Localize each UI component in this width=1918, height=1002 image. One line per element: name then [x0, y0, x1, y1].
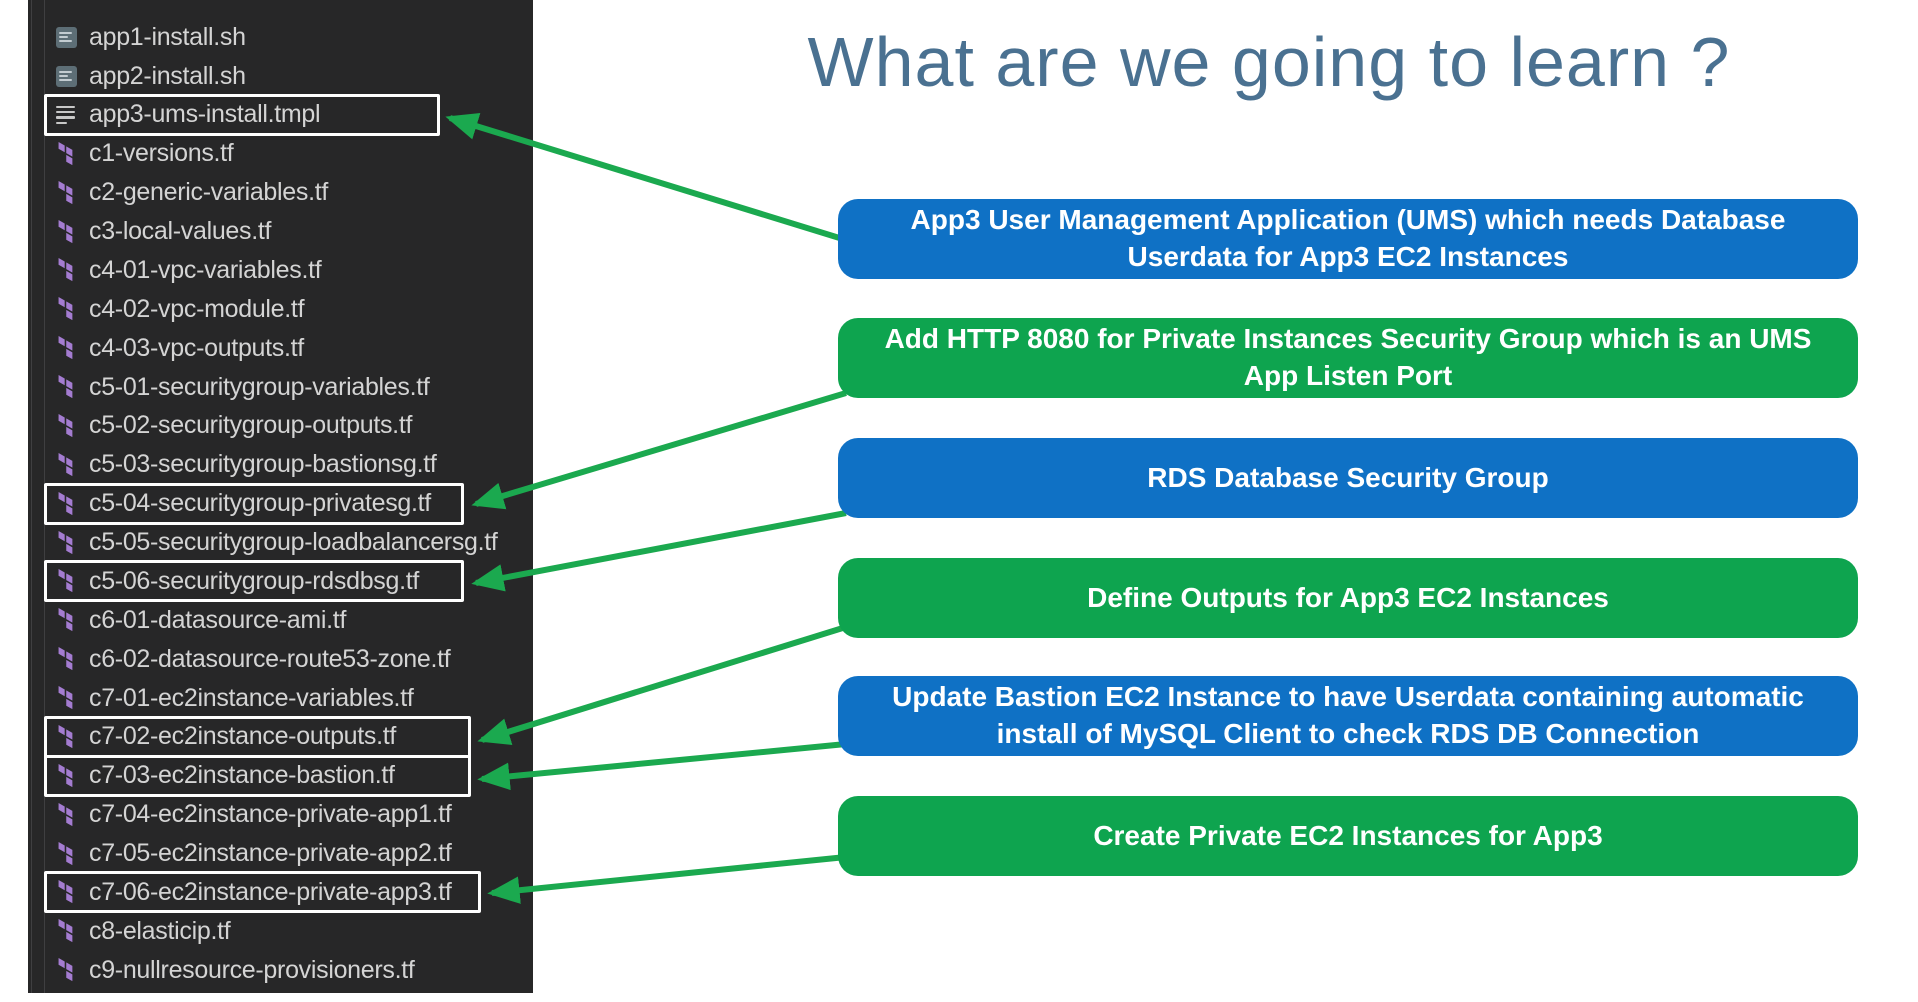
banner-text: Update Bastion EC2 Instance to have User…	[892, 681, 1804, 749]
terraform-icon	[54, 413, 78, 439]
file-name-label: c5-01-securitygroup-variables.tf	[89, 372, 430, 401]
indent-guide	[31, 0, 32, 993]
file-name-label: c7-01-ec2instance-variables.tf	[89, 683, 414, 712]
terraform-icon	[54, 530, 78, 556]
file-item-c8-elasticip.tf[interactable]: c8-elasticip.tf	[28, 912, 533, 951]
terraform-icon	[54, 296, 78, 322]
arrow-to-c7-03-bastion	[477, 741, 847, 791]
terraform-icon	[54, 918, 78, 944]
file-name-label: c9-nullresource-provisioners.tf	[89, 955, 415, 984]
terraform-icon	[54, 180, 78, 206]
shell-script-icon	[54, 63, 78, 89]
file-item-c7-01-ec2instance-variables.tf[interactable]: c7-01-ec2instance-variables.tf	[28, 679, 533, 718]
file-name-label: c7-03-ec2instance-bastion.tf	[89, 761, 395, 790]
highlight-box-c5-04-securitygroup-privatesg.tf	[44, 482, 464, 525]
highlight-box-c5-06-securitygroup-rdsdbsg.tf	[44, 560, 464, 603]
template-file-icon	[54, 102, 78, 128]
terraform-icon	[54, 685, 78, 711]
file-item-c7-05-ec2instance-private-app2.tf[interactable]: c7-05-ec2instance-private-app2.tf	[28, 834, 533, 873]
terraform-icon	[54, 957, 78, 983]
file-item-c7-06-ec2instance-private-app3.tf[interactable]: c7-06-ec2instance-private-app3.tf	[28, 873, 533, 912]
file-item-c2-generic-variables.tf[interactable]: c2-generic-variables.tf	[28, 173, 533, 212]
banner-text: Add HTTP 8080 for Private Instances Secu…	[884, 323, 1812, 391]
banner-text: RDS Database Security Group	[1147, 461, 1549, 493]
terraform-icon	[54, 335, 78, 361]
file-item-c4-03-vpc-outputs.tf[interactable]: c4-03-vpc-outputs.tf	[28, 329, 533, 368]
file-item-c1-versions.tf[interactable]: c1-versions.tf	[28, 134, 533, 173]
file-item-c6-02-datasource-route53-zone.tf[interactable]: c6-02-datasource-route53-zone.tf	[28, 640, 533, 679]
shell-script-icon	[54, 24, 78, 50]
file-item-app1-install.sh[interactable]: app1-install.sh	[28, 18, 533, 57]
file-name-label: c4-01-vpc-variables.tf	[89, 255, 322, 284]
terraform-icon	[54, 219, 78, 245]
file-name-label: c5-05-securitygroup-loadbalancersg.tf	[89, 528, 498, 556]
file-item-c5-05-securitygroup-loadbalancersg.tf[interactable]: c5-05-securitygroup-loadbalancersg.tf	[28, 523, 533, 562]
terraform-icon	[54, 841, 78, 867]
banner-6-green: Create Private EC2 Instances for App3	[838, 796, 1858, 876]
terraform-icon	[54, 763, 78, 789]
highlight-box-c7-06-ec2instance-private-app3.tf	[44, 871, 481, 914]
terraform-icon	[54, 491, 78, 517]
file-name-label: c5-06-securitygroup-rdsdbsg.tf	[89, 566, 420, 595]
file-item-app2-install.sh[interactable]: app2-install.sh	[28, 57, 533, 96]
file-name-label: c3-local-values.tf	[89, 217, 272, 245]
file-item-c5-06-securitygroup-rdsdbsg.tf[interactable]: c5-06-securitygroup-rdsdbsg.tf	[28, 562, 533, 601]
terraform-icon	[54, 646, 78, 672]
banner-4-green: Define Outputs for App3 EC2 Instances	[838, 558, 1858, 638]
highlight-box-c7-03-ec2instance-bastion.tf	[44, 754, 471, 797]
file-item-c7-04-ec2instance-private-app1.tf[interactable]: c7-04-ec2instance-private-app1.tf	[28, 795, 533, 834]
file-name-label: c4-02-vpc-module.tf	[89, 294, 305, 323]
file-name-label: c7-06-ec2instance-private-app3.tf	[89, 877, 452, 906]
file-name-label: c7-05-ec2instance-private-app2.tf	[89, 839, 452, 867]
file-name-label: c5-03-securitygroup-bastionsg.tf	[89, 450, 437, 479]
file-name-label: c5-02-securitygroup-outputs.tf	[89, 411, 413, 440]
banner-5-blue: Update Bastion EC2 Instance to have User…	[838, 676, 1858, 756]
file-name-label: c7-02-ec2instance-outputs.tf	[89, 722, 397, 751]
banner-2-green: Add HTTP 8080 for Private Instances Secu…	[838, 318, 1858, 398]
file-name-label: c1-versions.tf	[89, 139, 234, 168]
file-item-c9-nullresource-provisioners.tf[interactable]: c9-nullresource-provisioners.tf	[28, 951, 533, 990]
file-item-c7-03-ec2instance-bastion.tf[interactable]: c7-03-ec2instance-bastion.tf	[28, 756, 533, 795]
arrow-to-c7-02-outputs	[477, 624, 847, 745]
highlight-box-app3-ums-install.tmpl	[44, 93, 440, 136]
terraform-icon	[54, 802, 78, 828]
banner-3-blue: RDS Database Security Group	[838, 438, 1858, 518]
page-title: What are we going to learn ?	[807, 23, 1731, 101]
file-name-label: c2-generic-variables.tf	[89, 178, 329, 207]
terraform-icon	[54, 257, 78, 283]
file-item-c3-local-values.tf[interactable]: c3-local-values.tf	[28, 212, 533, 251]
highlight-box-c7-02-ec2instance-outputs.tf	[44, 715, 471, 758]
terraform-icon	[54, 374, 78, 400]
banner-1-blue: App3 User Management Application (UMS) w…	[838, 199, 1858, 279]
file-name-label: c6-01-datasource-ami.tf	[89, 605, 347, 634]
file-item-c5-02-securitygroup-outputs.tf[interactable]: c5-02-securitygroup-outputs.tf	[28, 406, 533, 445]
banner-text: Create Private EC2 Instances for App3	[1093, 819, 1603, 851]
file-item-c6-01-datasource-ami.tf[interactable]: c6-01-datasource-ami.tf	[28, 601, 533, 640]
terraform-icon	[54, 724, 78, 750]
file-explorer-panel: app1-install.sh app2-install.sh app3-ums-i…	[28, 0, 533, 993]
banner-text: Define Outputs for App3 EC2 Instances	[1087, 581, 1609, 613]
file-name-label: app2-install.sh	[89, 61, 246, 90]
file-item-c4-01-vpc-variables.tf[interactable]: c4-01-vpc-variables.tf	[28, 251, 533, 290]
banner-text: App3 User Management Application (UMS) w…	[910, 204, 1786, 272]
file-item-c5-03-securitygroup-bastionsg.tf[interactable]: c5-03-securitygroup-bastionsg.tf	[28, 445, 533, 484]
file-name-label: c5-04-securitygroup-privatesg.tf	[89, 489, 431, 518]
file-item-c4-02-vpc-module.tf[interactable]: c4-02-vpc-module.tf	[28, 290, 533, 329]
terraform-icon	[54, 879, 78, 905]
terraform-icon	[54, 607, 78, 633]
file-name-label: c6-02-datasource-route53-zone.tf	[89, 644, 451, 673]
file-item-c7-02-ec2instance-outputs.tf[interactable]: c7-02-ec2instance-outputs.tf	[28, 717, 533, 756]
file-name-label: c8-elasticip.tf	[89, 916, 231, 945]
file-item-c5-01-securitygroup-variables.tf[interactable]: c5-01-securitygroup-variables.tf	[28, 368, 533, 407]
file-name-label: c4-03-vpc-outputs.tf	[89, 333, 304, 362]
file-name-label: c7-04-ec2instance-private-app1.tf	[89, 800, 452, 829]
terraform-icon	[54, 568, 78, 594]
file-name-label: app1-install.sh	[89, 22, 246, 51]
file-name-label: app3-ums-install.tmpl	[89, 100, 321, 129]
terraform-icon	[54, 141, 78, 167]
file-item-c5-04-securitygroup-privatesg.tf[interactable]: c5-04-securitygroup-privatesg.tf	[28, 484, 533, 523]
arrow-to-c7-06-private-app3	[487, 854, 847, 904]
terraform-icon	[54, 452, 78, 478]
file-item-app3-ums-install.tmpl[interactable]: app3-ums-install.tmpl	[28, 95, 533, 134]
